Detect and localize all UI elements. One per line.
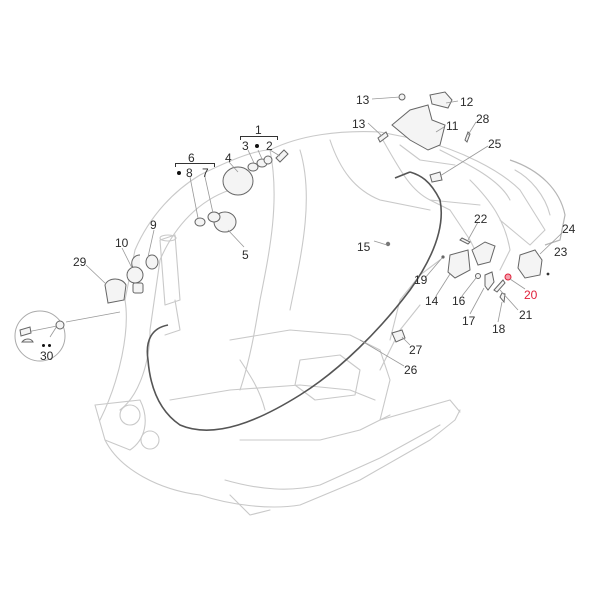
callout-18: 18 (492, 322, 506, 336)
part-7 (207, 211, 221, 223)
callout-2: 2 (266, 139, 273, 153)
callout-19: 19 (414, 273, 428, 287)
part-27 (391, 329, 406, 343)
callout-13a: 13 (356, 93, 370, 107)
inset-30 (14, 310, 66, 362)
bullet-marker (255, 144, 259, 148)
callout-3: 3 (242, 139, 249, 153)
part-24 (517, 249, 543, 279)
callout-6: 6 (188, 151, 195, 165)
callout-22: 22 (474, 212, 488, 226)
part-4 (222, 166, 254, 196)
callout-12: 12 (460, 95, 474, 109)
callout-9: 9 (150, 218, 157, 232)
part-25 (429, 171, 443, 183)
callout-28: 28 (476, 112, 490, 126)
part-19 (441, 255, 445, 259)
bullet-marker (177, 171, 181, 175)
callout-11: 11 (446, 119, 459, 133)
part-8 (194, 217, 206, 227)
callout-26: 26 (404, 363, 418, 377)
callout-27: 27 (409, 343, 423, 357)
part-17 (484, 271, 495, 291)
parts (14, 91, 550, 362)
callout-5: 5 (242, 248, 249, 262)
callout-8: 8 (186, 166, 193, 180)
part-14 (447, 249, 471, 279)
callout-29: 29 (73, 255, 87, 269)
bullet-marker (42, 344, 45, 347)
part-22 (471, 241, 496, 266)
callout-21: 21 (519, 308, 533, 322)
part-12 (429, 91, 453, 109)
cable-26 (146, 171, 443, 431)
callout-15: 15 (357, 240, 371, 254)
part-16 (475, 273, 481, 279)
part-20 (504, 273, 512, 281)
callout-16: 16 (452, 294, 466, 308)
callout-20-highlighted: 20 (524, 288, 538, 302)
callout-30: 30 (40, 349, 54, 363)
part-18 (499, 292, 506, 304)
part-3 (247, 162, 259, 172)
part-13-screw-b (377, 131, 389, 143)
cables (146, 171, 443, 431)
callout-7: 7 (202, 166, 209, 180)
callout-23: 23 (554, 245, 568, 259)
leader-lines (65, 96, 563, 367)
part-29 (104, 278, 127, 304)
group-bracket-1 (240, 136, 278, 140)
callout-25: 25 (488, 137, 502, 151)
callout-10: 10 (115, 236, 129, 250)
part-11 (391, 104, 446, 151)
part-10 (126, 266, 144, 284)
part-21 (493, 279, 506, 293)
bullet-marker (48, 344, 51, 347)
callout-24: 24 (562, 222, 576, 236)
part-1 (275, 149, 289, 163)
part-23 (546, 272, 550, 276)
callout-13b: 13 (352, 117, 366, 131)
callout-4: 4 (225, 151, 232, 165)
callout-1: 1 (255, 123, 262, 137)
group-bracket-6 (175, 163, 215, 167)
part-15 (385, 241, 391, 247)
callout-14: 14 (425, 294, 439, 308)
callout-17: 17 (462, 314, 476, 328)
scooter-frame (94, 131, 566, 516)
